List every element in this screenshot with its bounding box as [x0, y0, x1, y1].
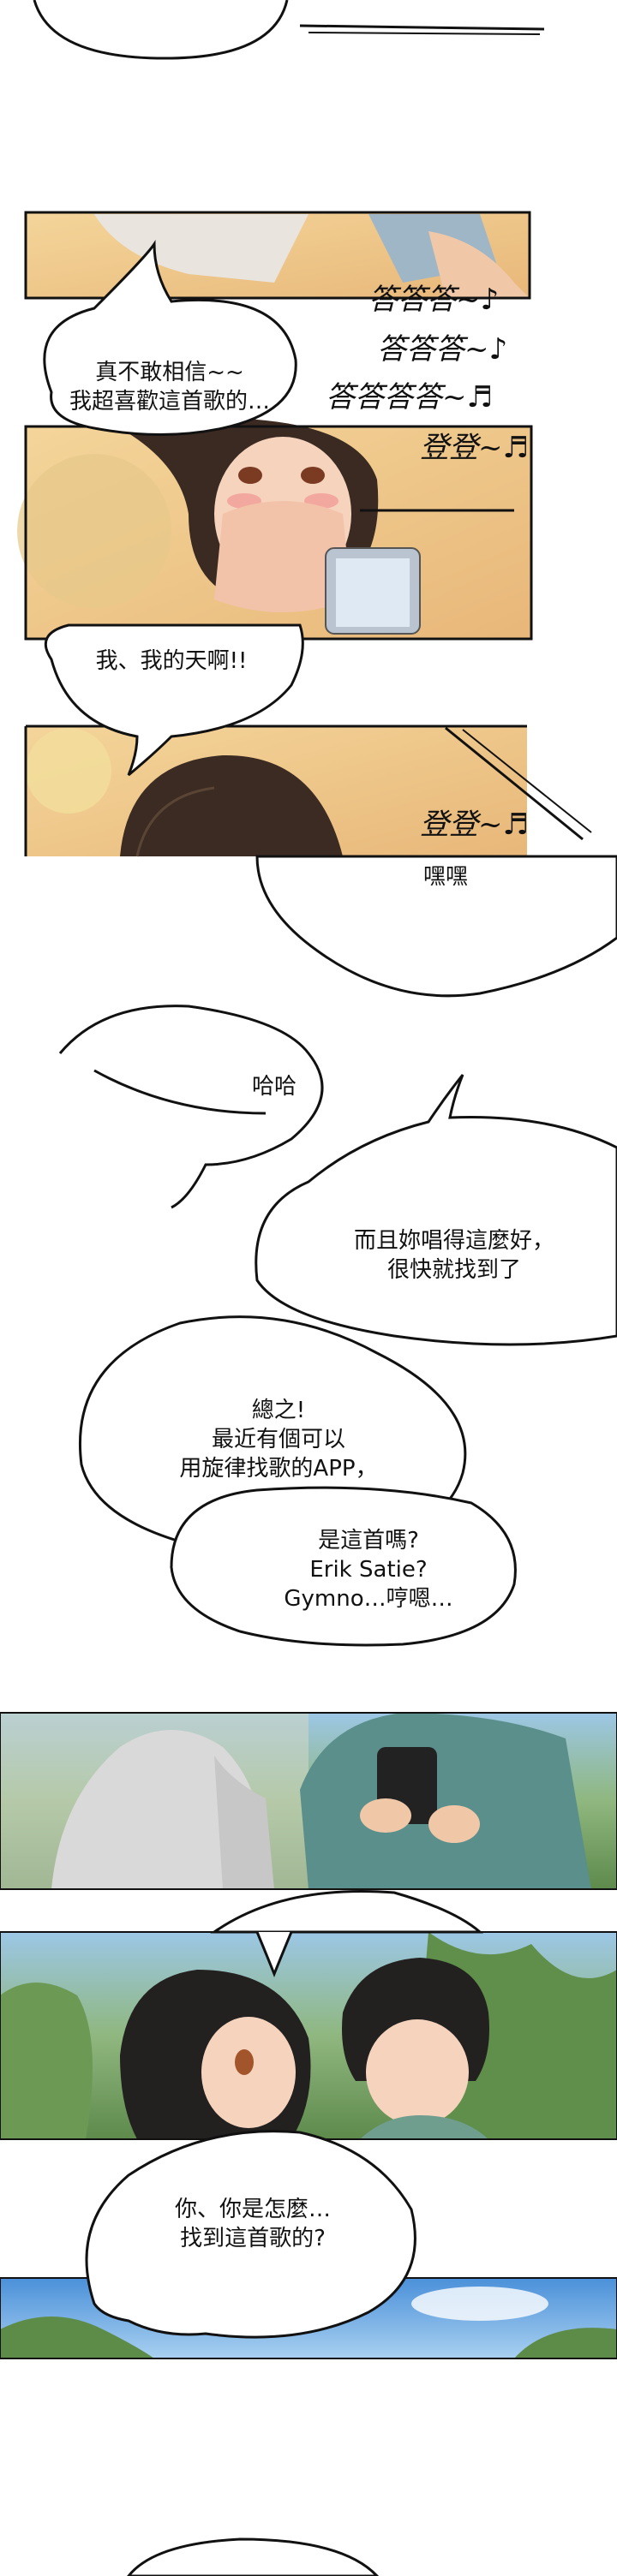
dialogue-haha: 哈哈 [251, 1074, 297, 1100]
speech-bubble-7 [170, 1486, 517, 1647]
panel-4 [0, 1712, 617, 1890]
dialogue-anyway: 總之! 最近有個可以 用旋律找歌的APP， [179, 1398, 378, 1482]
sfx-da-3: 答答答答~♬ [326, 380, 493, 414]
speech-bubble-3 [255, 855, 617, 998]
speech-bubble-5 [255, 1074, 617, 1346]
speech-bubble-1 [43, 240, 297, 436]
sfx-da-1: 答答答~♪ [368, 283, 500, 317]
dialogue-hehe: 嘿嘿 [422, 864, 468, 890]
dialogue-oh-my-god: 我、我的天啊!! [95, 648, 248, 674]
sfx-da-2: 答答答~♪ [377, 332, 508, 367]
sfx-deng-1: 登登~♬ [420, 431, 529, 465]
speech-bubble-4 [58, 1005, 324, 1209]
panel-3 [24, 724, 592, 857]
sfx-deng-2: 登登~♬ [420, 808, 529, 842]
dialogue-how-did-you: 你、你是怎麼… 找到這首歌的? [174, 2197, 331, 2251]
speech-bubble-top-fragment [33, 0, 289, 60]
dialogue-sang-well: 而且妳唱得這麼好， 很快就找到了 [353, 1228, 554, 1283]
dialogue-unbelievable: 真不敢相信~~ 我超喜歡這首歌的… [69, 360, 270, 414]
panel-2 [17, 413, 533, 641]
speech-bubble-bottom-fragment [127, 2537, 380, 2576]
speech-bubble-8 [210, 1890, 484, 1934]
speech-bubble-2 [44, 623, 304, 777]
speech-bubble-9 [85, 2130, 416, 2339]
panel-1 [24, 211, 531, 300]
dialogue-is-this-song: 是這首嗎? Erik Satie? Gymno…哼嗯… [284, 1528, 453, 1612]
panel-5 [0, 1931, 617, 2140]
